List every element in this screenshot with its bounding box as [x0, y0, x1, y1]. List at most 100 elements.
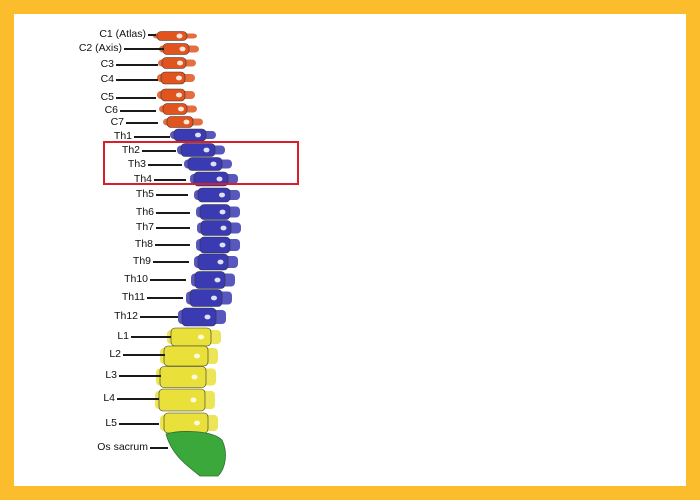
vertebra-th3	[187, 157, 223, 171]
leader-line-th8	[155, 244, 190, 246]
vertebra-foramen-th5	[219, 192, 225, 198]
leader-line-l5	[119, 423, 159, 425]
label-th1: Th1	[113, 130, 132, 142]
label-l1: L1	[117, 330, 129, 342]
leader-line-th11	[147, 297, 183, 299]
vertebra-foramen-th6	[219, 209, 226, 215]
vertebra-os-sacrum	[165, 431, 226, 477]
label-th10: Th10	[124, 273, 148, 285]
vertebra-l2	[163, 345, 209, 367]
label-th8: Th8	[134, 238, 153, 250]
vertebra-th5	[197, 187, 231, 203]
vertebra-foramen-th7	[220, 225, 227, 231]
vertebra-th2	[180, 143, 216, 157]
vertebra-foramen-c2	[179, 46, 186, 52]
leader-line-c1	[148, 34, 156, 36]
leader-line-c3	[116, 64, 158, 66]
vertebra-foramen-c5	[176, 92, 182, 98]
label-l5: L5	[105, 417, 117, 429]
label-th5: Th5	[135, 188, 154, 200]
vertebra-foramen-l1	[198, 334, 204, 340]
label-c4: C4	[100, 73, 114, 85]
leader-line-th6	[156, 212, 190, 214]
vertebra-foramen-l4	[190, 397, 197, 403]
label-th4: Th4	[133, 173, 152, 185]
vertebra-foramen-th9	[217, 259, 224, 265]
vertebra-foramen-l2	[194, 353, 200, 359]
label-l3: L3	[105, 369, 117, 381]
leader-line-c2	[124, 48, 164, 50]
label-l2: L2	[109, 348, 121, 360]
leader-line-th5	[156, 194, 188, 196]
label-th11: Th11	[121, 291, 145, 303]
vertebra-th11	[189, 289, 223, 307]
leader-line-th4	[154, 179, 186, 181]
vertebra-th7	[200, 220, 232, 236]
leader-line-l1	[131, 336, 171, 338]
vertebra-foramen-th12	[204, 314, 211, 320]
vertebra-l3	[159, 366, 207, 388]
vertebra-l4	[158, 388, 206, 412]
label-c5: C5	[100, 91, 114, 103]
vertebra-th8	[199, 236, 231, 254]
label-os-sacrum: Os sacrum	[97, 441, 148, 453]
leader-line-os-sacrum	[150, 447, 168, 449]
vertebra-foramen-c6	[178, 106, 184, 112]
vertebra-foramen-c1	[176, 33, 183, 39]
vertebra-foramen-th11	[211, 295, 217, 301]
vertebra-foramen-th8	[219, 242, 226, 248]
vertebra-foramen-l3	[191, 374, 198, 380]
vertebra-th4	[193, 171, 229, 187]
vertebra-c7	[166, 116, 194, 128]
vertebra-th9	[197, 253, 229, 271]
vertebra-l5	[163, 412, 209, 434]
label-c6: C6	[104, 104, 118, 116]
label-c1: C1 (Atlas)	[99, 28, 146, 40]
vertebra-foramen-c4	[176, 75, 182, 81]
vertebra-l1	[170, 327, 212, 347]
leader-line-th10	[150, 279, 186, 281]
vertebra-foramen-th3	[210, 161, 217, 167]
label-c3: C3	[100, 58, 114, 70]
label-c2: C2 (Axis)	[78, 42, 122, 54]
vertebra-c4	[160, 71, 186, 85]
vertebra-c5	[160, 88, 186, 102]
label-th6: Th6	[135, 206, 154, 218]
leader-line-th7	[156, 227, 190, 229]
leader-line-th12	[140, 316, 178, 318]
vertebra-foramen-th10	[214, 277, 221, 283]
vertebra-foramen-th1	[195, 132, 201, 138]
leader-line-l3	[119, 375, 161, 377]
leader-line-c4	[116, 79, 158, 81]
leader-line-th2	[142, 150, 176, 152]
vertebra-foramen-l5	[194, 420, 200, 426]
leader-line-c5	[116, 97, 156, 99]
leader-line-l4	[117, 398, 159, 400]
leader-line-l2	[123, 354, 165, 356]
highlight-box-th2-th4	[103, 141, 299, 185]
vertebra-th1	[173, 128, 207, 142]
label-th3: Th3	[127, 158, 146, 170]
label-c7: C7	[110, 116, 124, 128]
vertebra-foramen-th2	[203, 147, 210, 153]
vertebra-c6	[162, 103, 188, 115]
label-th7: Th7	[135, 221, 154, 233]
label-th12: Th12	[114, 310, 138, 322]
leader-line-th3	[148, 164, 182, 166]
label-th2: Th2	[121, 144, 140, 156]
vertebra-th12	[181, 307, 217, 327]
vertebra-th6	[199, 204, 231, 220]
label-th9: Th9	[132, 255, 151, 267]
leader-line-th1	[134, 136, 170, 138]
leader-line-th9	[153, 261, 189, 263]
vertebra-foramen-c3	[177, 60, 183, 66]
leader-line-c7	[126, 122, 158, 124]
vertebra-th10	[194, 271, 226, 289]
vertebra-c3	[161, 57, 187, 69]
label-l4: L4	[103, 392, 115, 404]
vertebra-foramen-th4	[216, 176, 223, 182]
leader-line-c6	[120, 110, 156, 112]
